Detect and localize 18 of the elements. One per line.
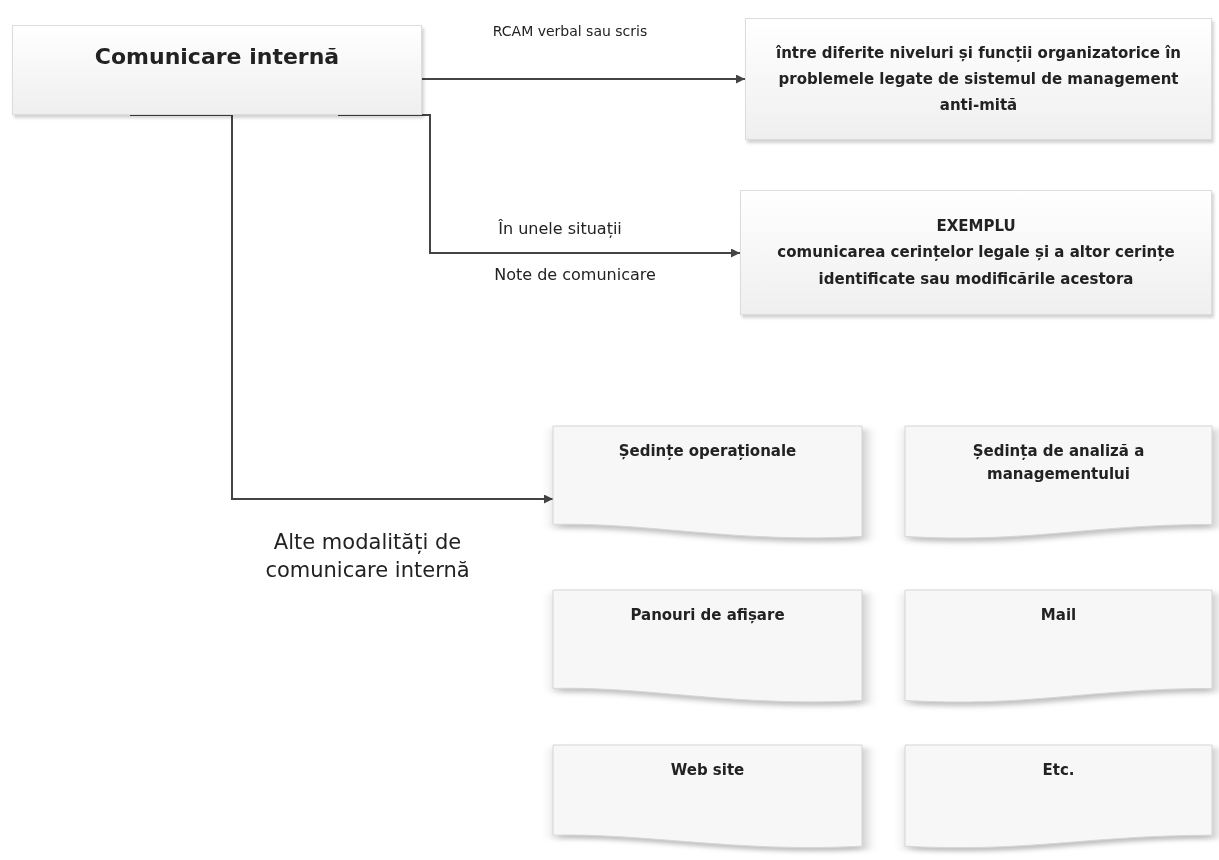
box-text: Ședințe operaționale	[617, 441, 798, 462]
box-text: Etc.	[1041, 760, 1076, 781]
box-heading: EXEMPLU	[935, 216, 1017, 238]
title-text: Comunicare internă	[93, 43, 341, 71]
process-box	[745, 18, 1212, 140]
edge-label: RCAM verbal sau scris	[491, 22, 649, 41]
box-text: Web site	[669, 760, 746, 781]
arrow	[421, 74, 746, 84]
edge-label: În unele situații	[497, 218, 623, 240]
note-text: Note de comunicare	[493, 265, 657, 284]
box-text: între diferite niveluri și funcții organizatorice în problemele legate de sistemul de management anti-mită	[776, 42, 1181, 117]
process-box	[740, 190, 1212, 315]
box-text: Ședința de analiză a managementului	[971, 441, 1146, 485]
edge-label: Alte modalități de comunicare internă	[264, 529, 471, 585]
box-text: Panouri de afișare	[629, 605, 786, 626]
box-text: Mail	[1039, 605, 1078, 626]
process-box	[12, 25, 422, 115]
box-text: comunicarea cerințelor legale și a altor cerințe identificate sau modificările acestora	[776, 242, 1176, 290]
